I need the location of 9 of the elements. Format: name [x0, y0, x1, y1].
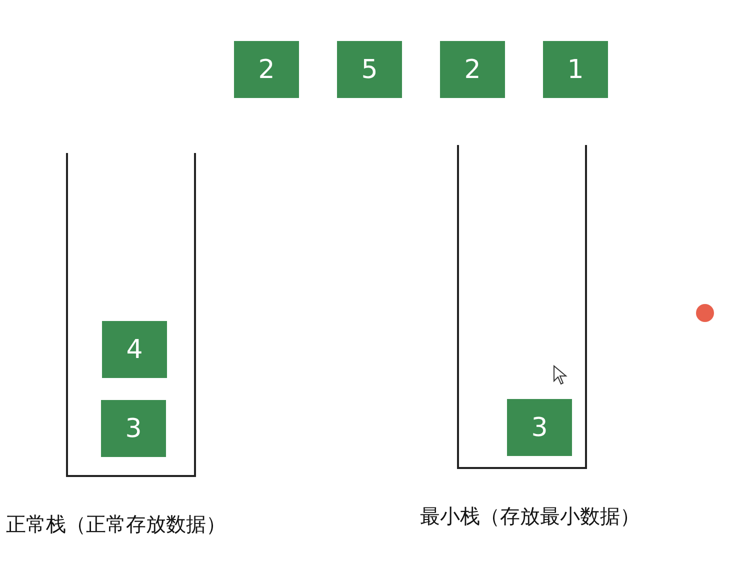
number-block: 1	[543, 41, 608, 98]
number-block: 3	[507, 399, 572, 456]
number-block: 2	[440, 41, 505, 98]
number-block: 2	[234, 41, 299, 98]
number-block: 5	[337, 41, 402, 98]
number-block: 4	[102, 321, 167, 378]
number-block: 3	[101, 400, 166, 457]
stack-label: 正常栈（正常存放数据）	[6, 511, 226, 538]
stack-label: 最小栈（存放最小数据）	[420, 503, 640, 530]
